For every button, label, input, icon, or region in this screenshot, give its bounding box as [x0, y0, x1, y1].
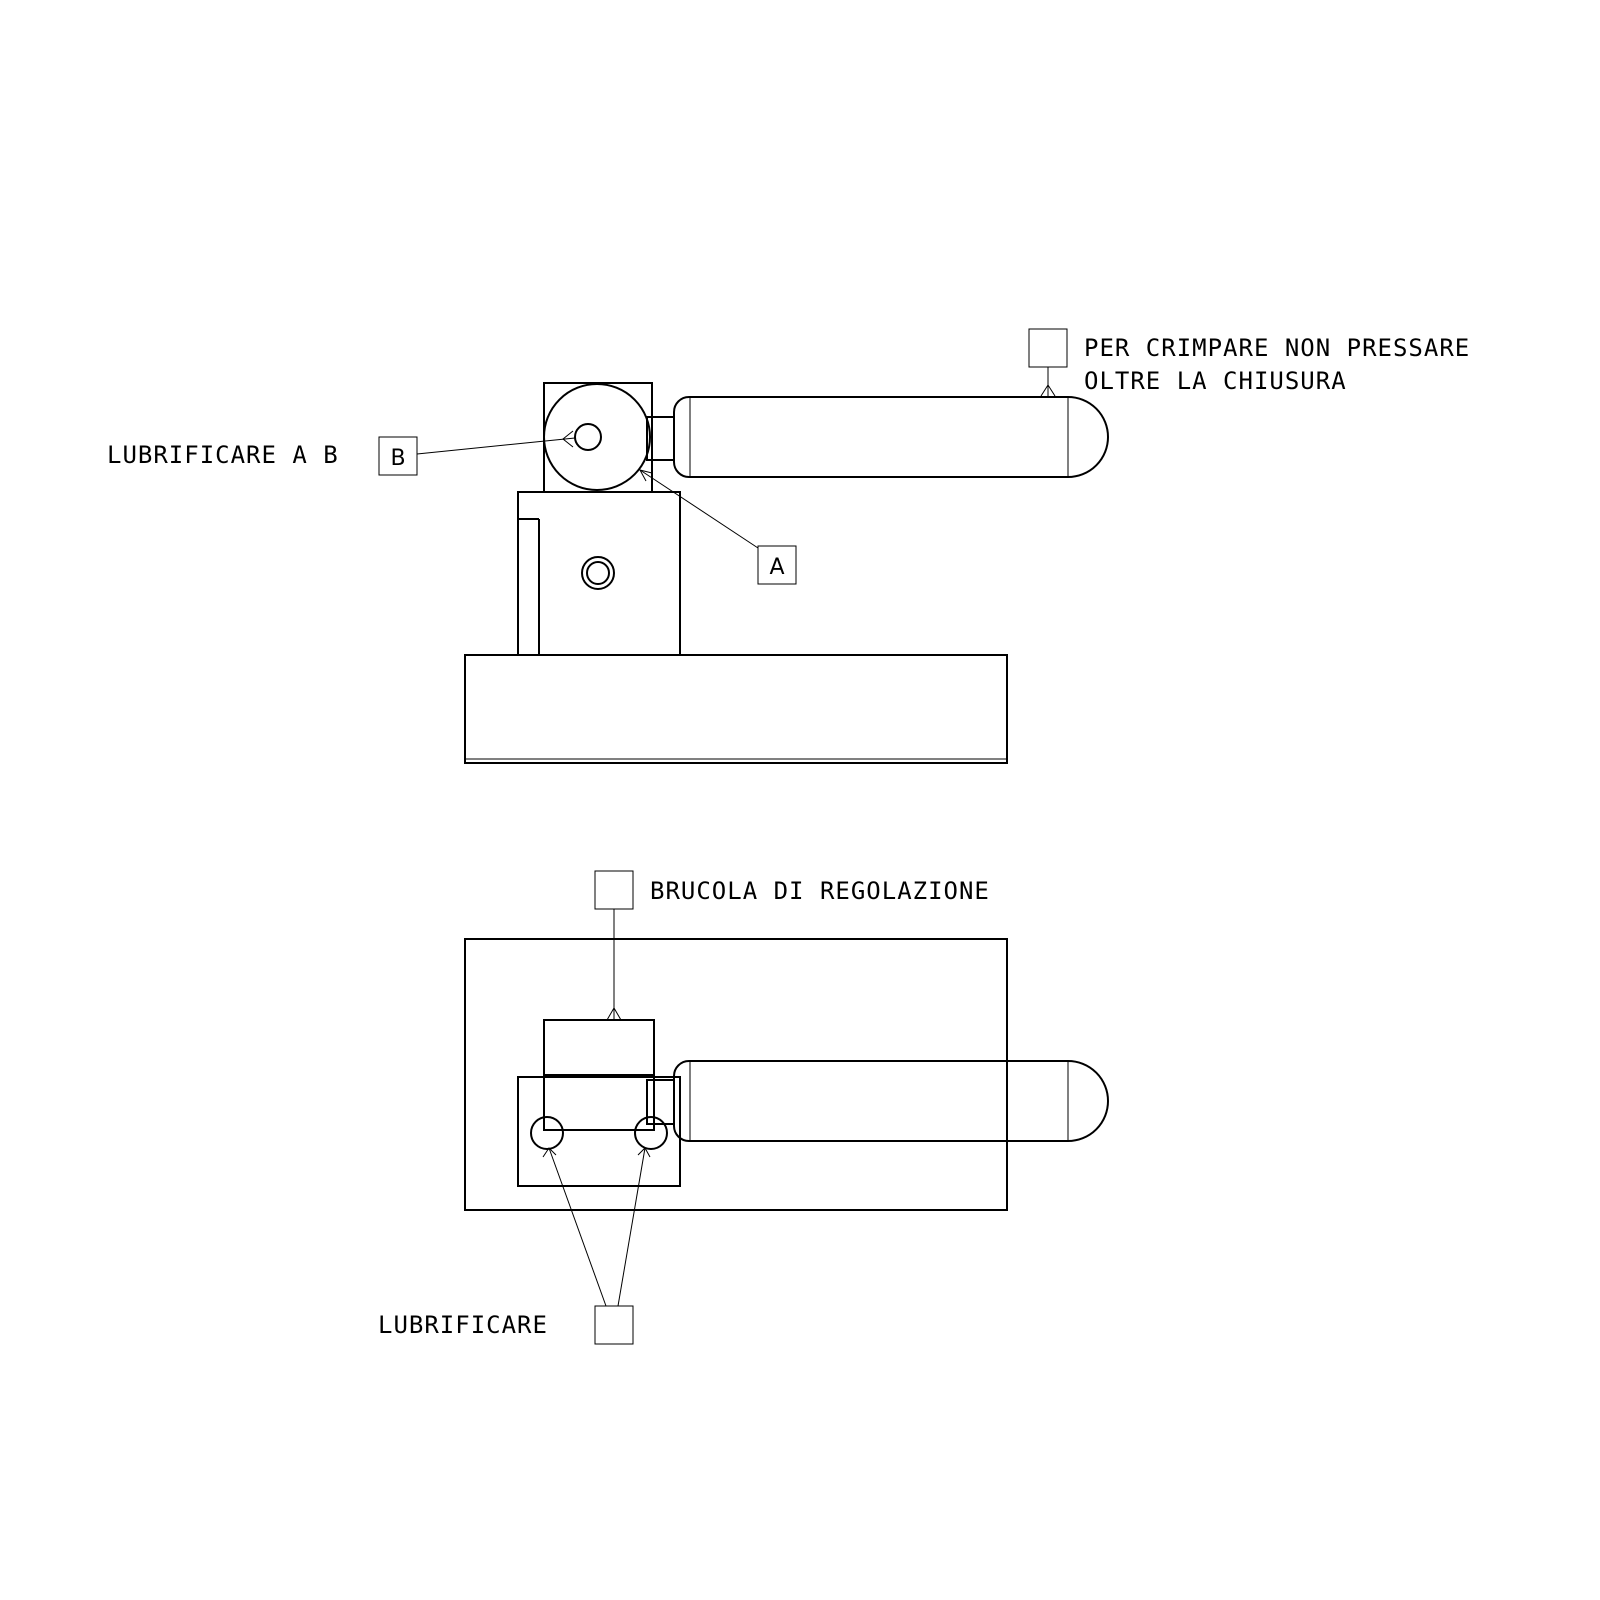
- tag-lube-box: [594, 1305, 634, 1345]
- leader-crimp-arrow: [1040, 384, 1056, 397]
- front-view: B LUBRIFICARE A B A PER CRIMPARE NON PRE…: [107, 328, 1470, 764]
- top-view: BRUCOLA DI REGOLAZIONE LUBRIFICARE: [378, 870, 1109, 1345]
- lube-hole-right: [634, 1116, 668, 1150]
- adjust-screw-inner: [586, 561, 610, 585]
- eccentric-disc: [543, 383, 651, 491]
- note-crimp-line2: OLTRE LA CHIUSURA: [1084, 367, 1347, 395]
- adjust-screw-outer: [581, 556, 615, 590]
- leader-lube-left-arrow: [542, 1147, 557, 1158]
- leader-lube-right: [617, 1147, 646, 1307]
- note-lubricate-ab: LUBRIFICARE A B: [107, 441, 339, 469]
- lever-handle-top: [673, 1060, 1109, 1142]
- leader-b-arrow: [562, 430, 574, 448]
- leader-b: [416, 437, 576, 455]
- head-block-top-upper: [543, 1019, 655, 1076]
- note-lubricate: LUBRIFICARE: [378, 1311, 548, 1339]
- leader-adjust-arrow: [606, 1007, 622, 1021]
- leader-lube-right-arrow: [637, 1147, 651, 1158]
- lube-hole-left: [530, 1116, 564, 1150]
- tag-a-letter: A: [769, 555, 784, 580]
- tag-adjust-box: [594, 870, 634, 910]
- leader-a-arrow: [639, 469, 653, 482]
- tag-b-letter: B: [390, 446, 405, 471]
- base-plate-front: [464, 654, 1008, 764]
- leader-a: [639, 469, 759, 549]
- lever-handle-front: [673, 396, 1109, 478]
- note-crimp-line1: PER CRIMPARE NON PRESSARE: [1084, 334, 1470, 362]
- note-adjust-pin: BRUCOLA DI REGOLAZIONE: [650, 877, 990, 905]
- head-block-top-lower: [543, 1074, 655, 1131]
- body-block-top: [517, 1076, 681, 1187]
- body-block-front: [517, 491, 681, 656]
- leader-lube-left: [548, 1147, 607, 1307]
- tag-b-box: [378, 436, 418, 476]
- tag-a-box: [757, 545, 797, 585]
- pivot-pin: [574, 423, 602, 451]
- base-plate-top: [464, 938, 1008, 1211]
- tag-crimp-box: [1028, 328, 1068, 368]
